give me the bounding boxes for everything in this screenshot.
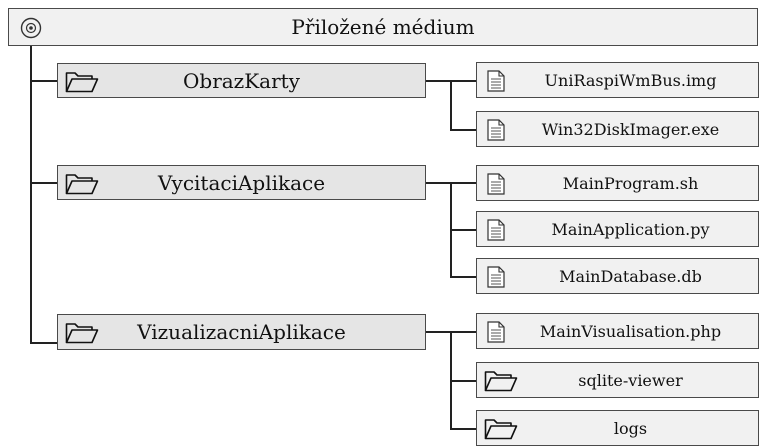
branch-line-1 (30, 80, 58, 82)
file3-line (450, 182, 476, 184)
folder-open-icon (65, 174, 99, 195)
file-item[interactable]: UniRaspiWmBus.img (476, 62, 759, 98)
file-icon (487, 266, 505, 288)
folder-obrazkarty[interactable]: ObrazKarty (57, 63, 426, 98)
root-node[interactable]: Přiložené médium (8, 8, 758, 46)
file-item[interactable]: MainProgram.sh (476, 165, 759, 201)
file-item[interactable]: MainApplication.py (476, 211, 759, 247)
branch-line-2 (30, 182, 58, 184)
folder-label: ObrazKarty (183, 68, 300, 93)
folder-label: VycitaciAplikace (157, 170, 326, 195)
folder2-out-line (426, 182, 451, 184)
file-item[interactable]: MainDatabase.db (476, 258, 759, 294)
folder-open-icon (484, 419, 518, 440)
file-icon (487, 321, 505, 343)
folder1-vert-line (450, 80, 452, 130)
folder1-out-line (426, 80, 451, 82)
file-label: MainDatabase.db (559, 266, 702, 286)
file5-line (450, 276, 476, 278)
branch-line-3 (30, 342, 58, 344)
file-item[interactable]: Win32DiskImager.exe (476, 111, 759, 147)
subfolder1-line (450, 380, 476, 382)
file-icon (487, 70, 505, 92)
file1-line (450, 80, 476, 82)
file-label: Win32DiskImager.exe (541, 119, 720, 139)
file-icon (487, 173, 505, 195)
file-icon (487, 219, 505, 241)
subfolder-item[interactable]: sqlite-viewer (476, 362, 759, 398)
file4-line (450, 229, 476, 231)
file-label: MainVisualisation.php (539, 321, 722, 341)
folder-vycitaciaplikace[interactable]: VycitaciAplikace (57, 165, 426, 200)
file-label: MainProgram.sh (562, 173, 699, 193)
disc-icon (20, 17, 42, 39)
folder3-out-line (426, 331, 451, 333)
folder-vizualizacniaplikace[interactable]: VizualizacniAplikace (57, 314, 426, 350)
root-trunk-line (30, 46, 32, 343)
folder-open-icon (484, 371, 518, 392)
file6-line (450, 331, 476, 333)
folder-label: VizualizacniAplikace (137, 320, 346, 344)
file-label: UniRaspiWmBus.img (544, 70, 717, 90)
file2-line (450, 129, 476, 131)
folder-open-icon (65, 72, 99, 93)
subfolder-label: logs (613, 418, 648, 438)
subfolder-label: sqlite-viewer (578, 370, 683, 390)
subfolder2-line (450, 428, 476, 430)
file-icon (487, 119, 505, 141)
file-label: MainApplication.py (551, 219, 710, 239)
folder-open-icon (65, 323, 99, 344)
root-label: Přiložené médium (291, 15, 475, 39)
file-item[interactable]: MainVisualisation.php (476, 313, 759, 349)
